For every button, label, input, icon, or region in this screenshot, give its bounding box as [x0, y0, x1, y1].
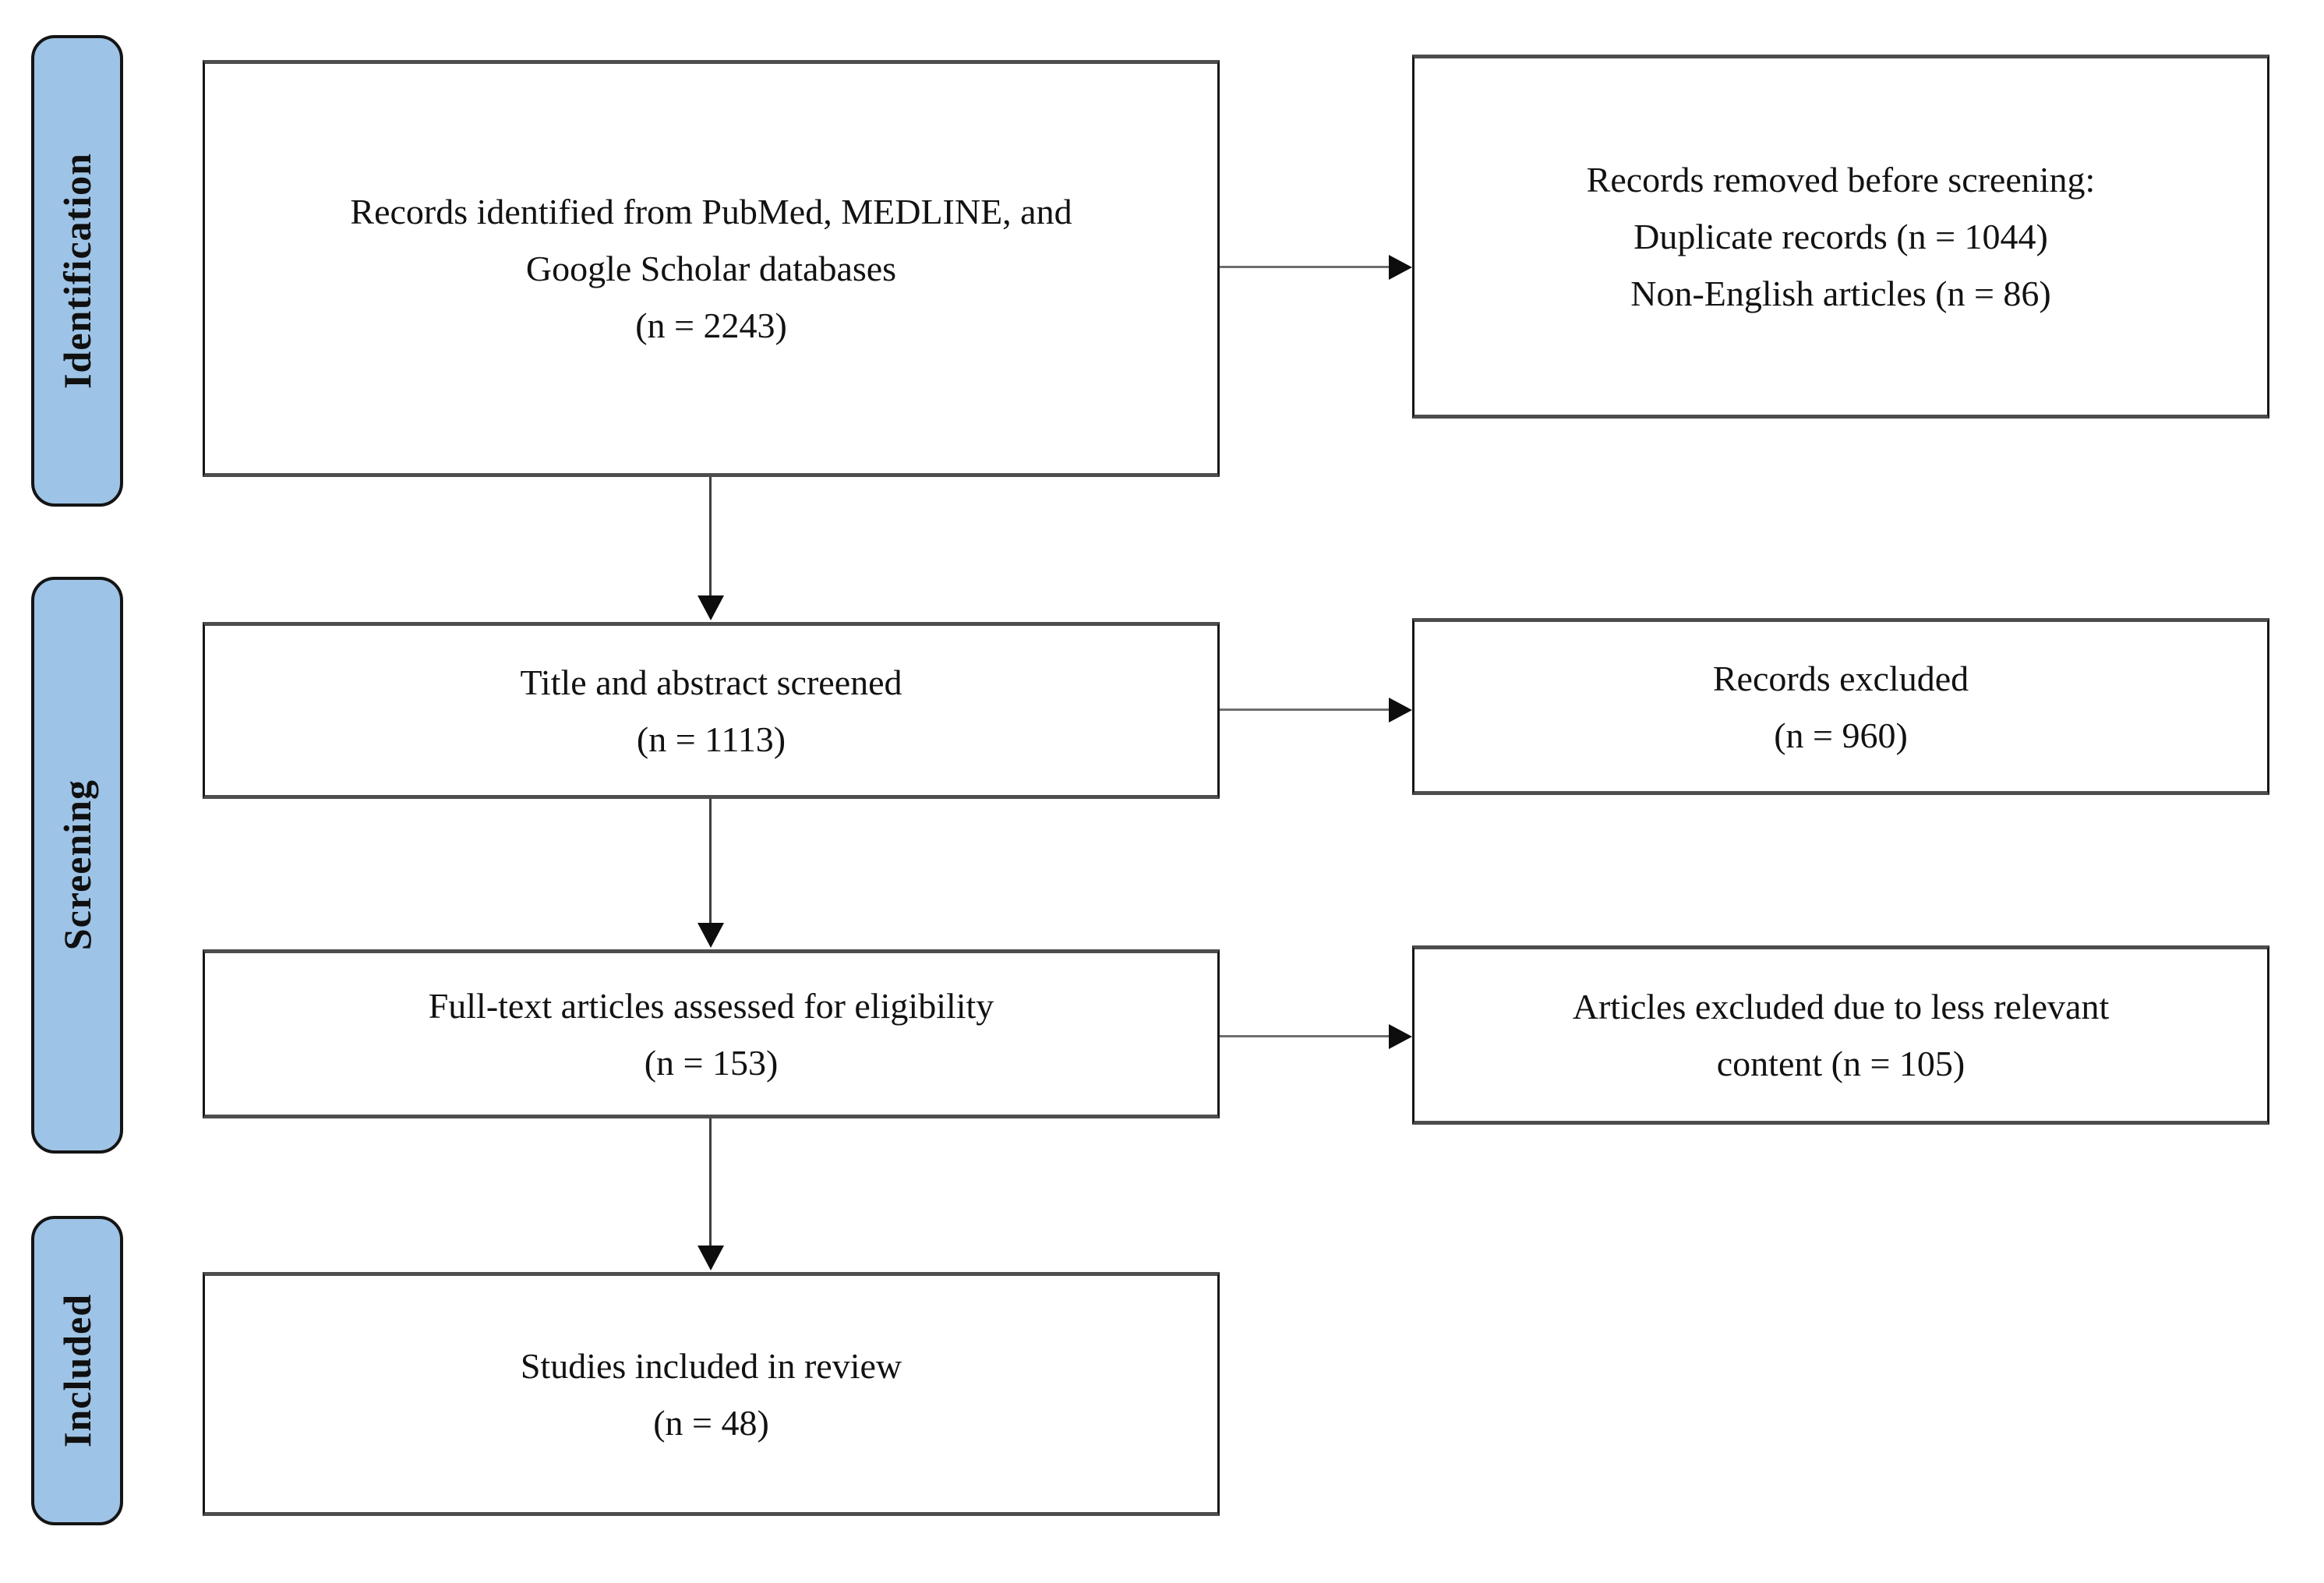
arrowhead-right-icon — [1389, 698, 1412, 723]
flow-box-records-removed: Records removed before screening: Duplic… — [1412, 55, 2269, 419]
flow-box-text-fulltext-assessed: Full-text articles assessed for eligibil… — [428, 985, 994, 1083]
flow-box-text-records-identified: Records identified from PubMed, MEDLINE,… — [350, 192, 1072, 345]
arrow-line — [1220, 1035, 1389, 1037]
flow-box-text-articles-excluded: Articles excluded due to less relevant c… — [1572, 987, 2110, 1083]
stage-label-screening: Screening — [55, 779, 99, 951]
arrowhead-down-icon — [698, 923, 724, 948]
stage-label-included: Included — [55, 1294, 99, 1447]
flow-box-text-records-removed: Records removed before screening: Duplic… — [1586, 160, 2096, 313]
flow-box-studies-included: Studies included in review (n = 48) — [203, 1272, 1220, 1516]
arrow-line — [1220, 708, 1389, 711]
flow-box-fulltext-assessed: Full-text articles assessed for eligibil… — [203, 949, 1220, 1118]
arrow-line — [709, 477, 712, 597]
arrowhead-right-icon — [1389, 1024, 1412, 1049]
stage-label-identification: Identification — [55, 153, 99, 389]
arrow-line — [709, 799, 712, 924]
flow-box-text-studies-included: Studies included in review (n = 48) — [520, 1345, 902, 1443]
arrowhead-down-icon — [698, 595, 724, 620]
flow-box-text-title-abstract-screened: Title and abstract screened (n = 1113) — [520, 662, 902, 759]
flow-box-text-records-excluded: Records excluded (n = 960) — [1712, 658, 1969, 755]
arrow-line — [1220, 266, 1389, 268]
flow-box-title-abstract-screened: Title and abstract screened (n = 1113) — [203, 622, 1220, 799]
arrow-line — [709, 1118, 712, 1247]
stage-badge-identification: Identification — [31, 35, 123, 507]
stage-badge-screening: Screening — [31, 577, 123, 1154]
arrowhead-down-icon — [698, 1246, 724, 1270]
stage-badge-included: Included — [31, 1216, 123, 1525]
flow-box-records-excluded: Records excluded (n = 960) — [1412, 618, 2269, 795]
arrowhead-right-icon — [1389, 255, 1412, 280]
flow-box-articles-excluded: Articles excluded due to less relevant c… — [1412, 945, 2269, 1125]
flow-box-records-identified: Records identified from PubMed, MEDLINE,… — [203, 60, 1220, 477]
